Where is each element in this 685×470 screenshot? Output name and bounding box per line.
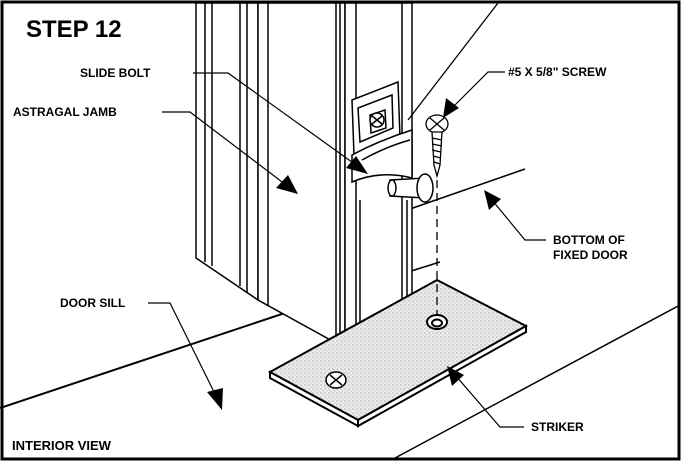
- slide-bolt: [344, 2, 434, 363]
- door-sill-label: DOOR SILL: [60, 296, 125, 310]
- astragal-jamb-label: ASTRAGAL JAMB: [13, 105, 117, 119]
- step-title: STEP 12: [26, 16, 122, 43]
- striker-label: STRIKER: [531, 420, 584, 434]
- screw-icon: [425, 114, 449, 179]
- top-leader-line: [407, 2, 499, 121]
- leader-lines: [148, 71, 546, 428]
- astragal-jamb: [195, 2, 346, 350]
- striker-screw-icon: [325, 371, 347, 389]
- slide-bolt-label: SLIDE BOLT: [80, 66, 151, 80]
- bottom-of-fixed-door-label-line1: BOTTOM OF: [553, 233, 625, 247]
- bottom-of-fixed-door-label-line2: FIXED DOOR: [553, 248, 628, 262]
- fixed-door-bottom-line: [409, 168, 526, 210]
- leader-arrowheads: [207, 98, 501, 410]
- diagram-frame: [0, 0, 681, 461]
- screw-label: #5 X 5/8" SCREW: [508, 65, 607, 79]
- interior-view-label: INTERIOR VIEW: [12, 438, 112, 453]
